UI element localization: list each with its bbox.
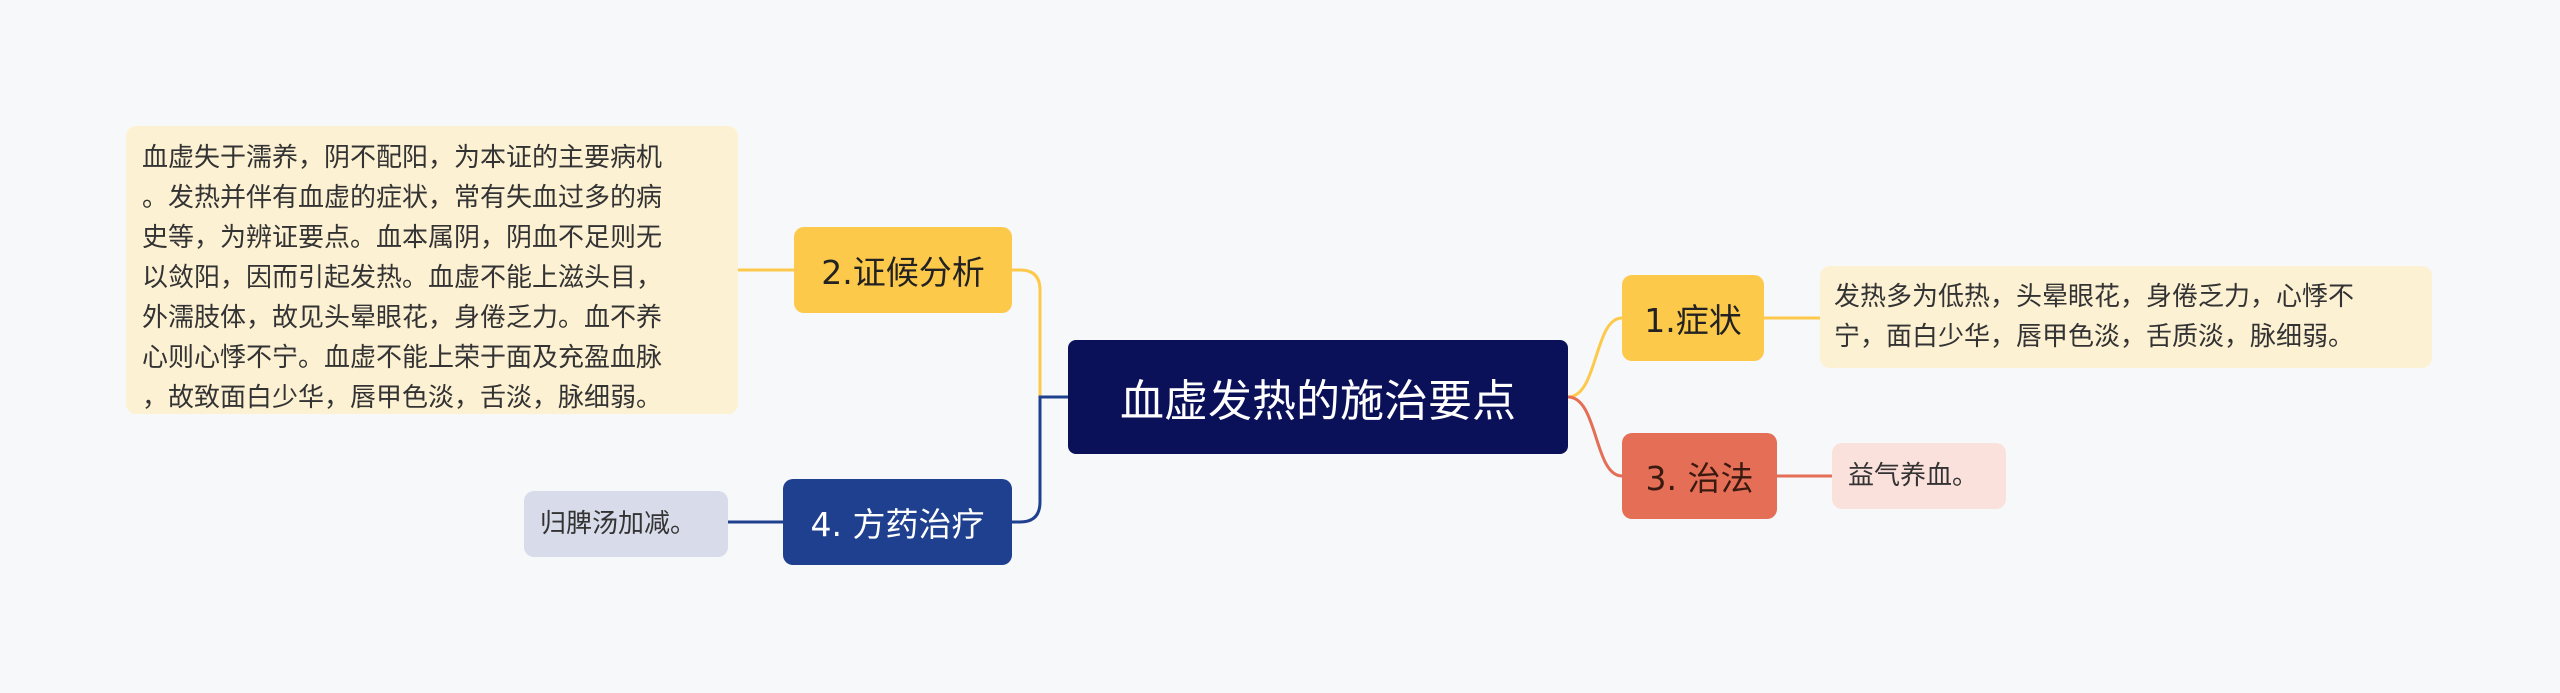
link-root-analysis xyxy=(1012,268,1068,399)
analysis-detail-line: 外濡肢体，故见头晕眼花，身倦乏力。血不养 xyxy=(142,303,663,333)
analysis-detail-line: ，故致面白少华，唇甲色淡，舌淡，脉细弱。 xyxy=(142,383,663,413)
root-topic-label: 血虚发热的施治要点 xyxy=(1120,376,1516,427)
topic-analysis[interactable]: 2.证候分析 xyxy=(794,227,1012,313)
root-topic[interactable]: 血虚发热的施治要点 xyxy=(1068,340,1568,454)
analysis-detail[interactable]: 血虚失于濡养，阴不配阳，为本证的主要病机 。发热并伴有血虚的症状，常有失血过多的… xyxy=(126,126,738,414)
topic-prescription-label: 4. 方药治疗 xyxy=(810,505,985,544)
prescription-detail[interactable]: 归脾汤加减。 xyxy=(524,491,728,557)
treatment-detail[interactable]: 益气养血。 xyxy=(1832,443,2006,509)
topic-symptoms-label: 1.症状 xyxy=(1644,301,1742,340)
analysis-detail-line: 血虚失于濡养，阴不配阳，为本证的主要病机 xyxy=(142,143,663,173)
analysis-detail-line: 。发热并伴有血虚的症状，常有失血过多的病 xyxy=(142,183,663,213)
analysis-detail-line: 心则心悸不宁。血虚不能上荣于面及充盈血脉 xyxy=(142,343,663,373)
topic-treatment-label: 3. 治法 xyxy=(1645,459,1754,498)
symptoms-detail-line: 发热多为低热，头晕眼花，身倦乏力，心悸不 xyxy=(1834,282,2355,312)
prescription-detail-text: 归脾汤加减。 xyxy=(540,509,697,539)
analysis-detail-line: 史等，为辨证要点。血本属阴，阴血不足则无 xyxy=(142,223,663,253)
symptoms-detail[interactable]: 发热多为低热，头晕眼花，身倦乏力，心悸不 宁，面白少华，唇甲色淡，舌质淡，脉细弱… xyxy=(1820,266,2432,368)
link-root-symptoms xyxy=(1567,316,1623,399)
link-root-treatment xyxy=(1567,395,1623,478)
topic-treatment[interactable]: 3. 治法 xyxy=(1622,433,1777,519)
symptoms-detail-line: 宁，面白少华，唇甲色淡，舌质淡，脉细弱。 xyxy=(1834,322,2355,352)
topic-analysis-label: 2.证候分析 xyxy=(821,253,985,292)
link-root-prescription xyxy=(1012,395,1068,524)
topic-symptoms[interactable]: 1.症状 xyxy=(1622,275,1764,361)
topic-prescription[interactable]: 4. 方药治疗 xyxy=(783,479,1012,565)
analysis-detail-line: 以敛阳，因而引起发热。血虚不能上滋头目， xyxy=(142,263,663,293)
treatment-detail-text: 益气养血。 xyxy=(1848,461,1979,491)
